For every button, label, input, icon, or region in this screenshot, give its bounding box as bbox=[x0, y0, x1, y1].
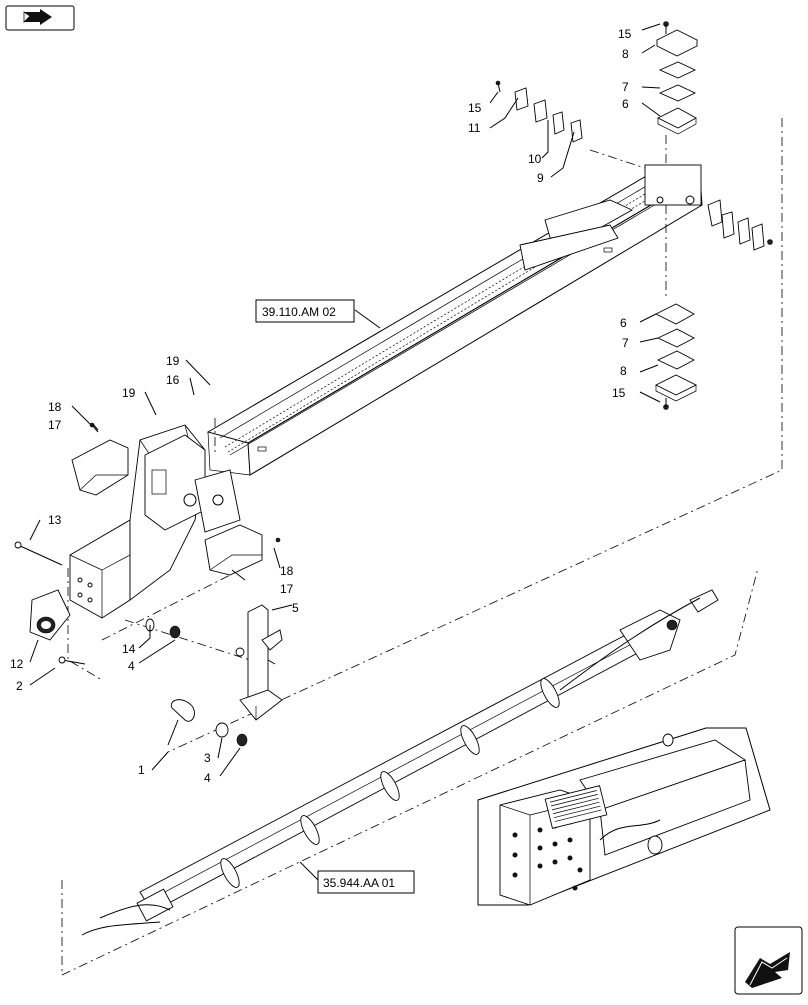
callout-15: 15 bbox=[618, 27, 632, 41]
callout-8: 8 bbox=[622, 47, 629, 61]
side-brackets-right bbox=[707, 199, 773, 251]
callout-1: 1 bbox=[138, 763, 145, 777]
callout-16: 16 bbox=[166, 373, 180, 387]
callout-17: 17 bbox=[280, 582, 294, 596]
bolt-2 bbox=[58, 656, 86, 665]
previous-page-arrow-icon[interactable] bbox=[5, 5, 75, 31]
pin-13 bbox=[14, 541, 63, 566]
callout-4: 4 bbox=[204, 771, 211, 785]
hitch-eye-12 bbox=[29, 589, 71, 641]
callout-7: 7 bbox=[622, 336, 629, 350]
callout-12: 12 bbox=[10, 657, 24, 671]
washer-nut-set bbox=[145, 618, 248, 747]
callout-10: 10 bbox=[528, 152, 542, 166]
callout-5: 5 bbox=[292, 601, 299, 615]
svg-text:39.110.AM 02: 39.110.AM 02 bbox=[262, 305, 336, 319]
bottom-plate-stack bbox=[654, 205, 698, 410]
callout-19: 19 bbox=[122, 386, 136, 400]
callout-14: 14 bbox=[122, 642, 136, 656]
driveshaft bbox=[81, 589, 719, 936]
callout-labels: 15 8 7 6 15 11 10 9 6 7 8 15 19 16 19 18… bbox=[10, 27, 632, 785]
callout-6: 6 bbox=[622, 97, 629, 111]
callout-11: 11 bbox=[468, 121, 481, 135]
callout-13: 13 bbox=[48, 513, 62, 527]
callout-3: 3 bbox=[204, 751, 211, 765]
callout-7: 7 bbox=[622, 80, 629, 94]
svg-text:35.944.AA 01: 35.944.AA 01 bbox=[323, 876, 395, 890]
clip-brackets bbox=[495, 80, 583, 143]
jack-stand-5 bbox=[235, 604, 283, 721]
pin-1 bbox=[167, 699, 195, 746]
callout-17: 17 bbox=[48, 418, 62, 432]
inset-detail bbox=[477, 727, 771, 906]
callout-15: 15 bbox=[612, 386, 626, 400]
main-beam bbox=[206, 164, 703, 476]
hitch-assembly bbox=[69, 424, 241, 619]
next-page-arrow-icon[interactable] bbox=[734, 926, 803, 995]
callout-2: 2 bbox=[16, 679, 23, 693]
leader-lines bbox=[29, 23, 661, 881]
callout-18: 18 bbox=[48, 400, 62, 414]
callout-4: 4 bbox=[128, 659, 135, 673]
callout-9: 9 bbox=[537, 171, 544, 185]
reference-box-35-944[interactable]: 35.944.AA 01 bbox=[317, 870, 415, 894]
callout-8: 8 bbox=[620, 364, 627, 378]
reference-box-39-110[interactable]: 39.110.AM 02 bbox=[255, 299, 355, 323]
callout-19: 19 bbox=[166, 354, 180, 368]
callout-6: 6 bbox=[620, 316, 627, 330]
callout-15: 15 bbox=[468, 101, 482, 115]
shield-left bbox=[71, 422, 129, 496]
callout-18: 18 bbox=[280, 564, 294, 578]
shield-right bbox=[204, 524, 281, 576]
top-plate-stack bbox=[655, 21, 699, 165]
